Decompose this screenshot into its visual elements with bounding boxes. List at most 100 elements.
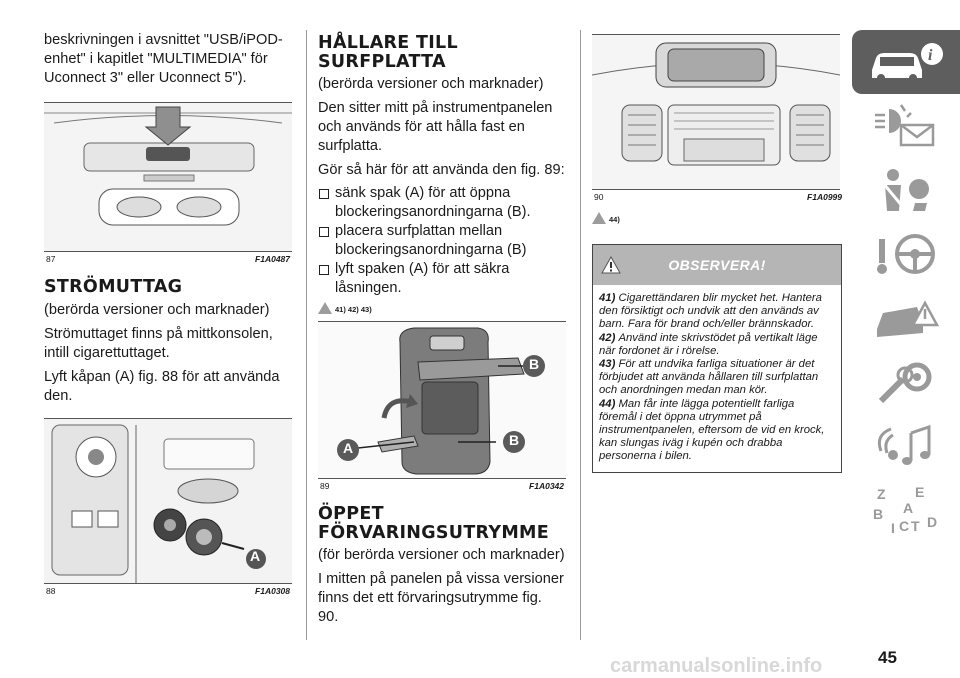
note-item: 44) Man får inte lägga potentiellt farli… bbox=[599, 398, 835, 464]
car-info-icon: i bbox=[872, 43, 943, 82]
breakdown-warning-icon bbox=[877, 300, 940, 337]
warning-numbers: 44) bbox=[609, 215, 620, 224]
observera-notes: 41) Cigarettändaren blir mycket het. Han… bbox=[593, 285, 841, 472]
chapter-sidebar: i bbox=[852, 30, 960, 542]
warning-reference: 44) bbox=[592, 212, 842, 224]
paragraph: I mitten på panelen på vissa versioner f… bbox=[318, 571, 564, 625]
note-item: 43) För att undvika farliga situationer … bbox=[599, 358, 835, 398]
list-item-text: placera surfplattan mellan blockeringsan… bbox=[335, 223, 527, 258]
observera-header: OBSERVERA! bbox=[593, 245, 841, 285]
figure-90 bbox=[592, 34, 840, 190]
section-title-stromuttag: STRÖMUTTAG bbox=[44, 277, 183, 297]
title-line: FÖRVARINGSUTRYMME bbox=[318, 523, 550, 543]
note-number: 42) bbox=[599, 331, 619, 344]
bullet-list: sänk spak (A) för att öppna blockeringsa… bbox=[318, 184, 566, 298]
multimedia-music-icon bbox=[877, 424, 931, 465]
note-text: Man får inte lägga potentiellt farliga f… bbox=[599, 397, 825, 463]
paragraph: Gör så här för att använda den fig. 89: bbox=[318, 162, 565, 178]
note-text: För att undvika farliga situationer är d… bbox=[599, 358, 819, 397]
column-2: HÅLLARE TILL SURFPLATTA (berörda version… bbox=[318, 0, 566, 627]
intro-text: beskrivningen i avsnittet "USB/iPOD-enhe… bbox=[44, 32, 283, 86]
note-text: Cigarettändaren blir mycket het. Hantera… bbox=[599, 292, 822, 331]
paragraph: Strömuttaget finns på mittkonsolen, inti… bbox=[44, 326, 273, 361]
tab-airbag-seatbelt[interactable] bbox=[852, 158, 960, 222]
figure-number: 90 bbox=[594, 192, 604, 202]
note-number: 43) bbox=[599, 358, 619, 371]
list-item: lyft spaken (A) för att säkra låsningen. bbox=[318, 260, 566, 298]
tab-breakdown-warning[interactable] bbox=[852, 286, 960, 350]
figure-number: 88 bbox=[46, 586, 56, 596]
figure-89: A B B bbox=[318, 321, 566, 479]
figure-label-a: A bbox=[250, 548, 261, 564]
column-divider bbox=[306, 30, 307, 640]
steering-key-icon bbox=[877, 234, 935, 274]
note-text: Använd inte skrivstödet på vertikalt läg… bbox=[599, 331, 818, 357]
list-item-text: lyft spaken (A) för att säkra låsningen. bbox=[335, 261, 510, 296]
figure-label-b: B bbox=[509, 432, 520, 448]
list-item-text: sänk spak (A) för att öppna blockeringsa… bbox=[335, 185, 531, 220]
index-letter: Z bbox=[877, 486, 886, 502]
tab-service-wrench[interactable] bbox=[852, 350, 960, 414]
figure-88-illustration bbox=[44, 419, 292, 583]
figure-number: 87 bbox=[46, 254, 56, 264]
section-subtitle: (berörda versioner och marknader) bbox=[318, 76, 544, 92]
checkbox-bullet-icon bbox=[319, 189, 329, 199]
section-subtitle: (berörda versioner och marknader) bbox=[44, 302, 270, 318]
index-letter: C bbox=[899, 518, 910, 534]
warning-reference: 41) 42) 43) bbox=[318, 302, 566, 314]
tab-car-info[interactable]: i bbox=[852, 30, 960, 94]
paragraph: Lyft kåpan (A) fig. 88 för att använda d… bbox=[44, 369, 280, 404]
figure-90-caption: 90 F1A0999 bbox=[592, 190, 844, 202]
warning-triangle-icon bbox=[592, 212, 606, 224]
figure-90-illustration bbox=[592, 35, 840, 189]
index-letter: I bbox=[891, 520, 895, 536]
tab-multimedia-music[interactable] bbox=[852, 414, 960, 478]
figure-89-caption: 89 F1A0342 bbox=[318, 479, 566, 491]
figure-87-caption: 87 F1A0487 bbox=[44, 252, 292, 264]
index-letters-icon: Z E A B C T D I bbox=[871, 484, 941, 536]
warning-numbers: 41) 42) 43) bbox=[335, 305, 372, 314]
lights-envelope-icon bbox=[875, 104, 935, 147]
figure-label-b: B bbox=[529, 356, 540, 372]
column-1: beskrivningen i avsnittet "USB/iPOD-enhe… bbox=[44, 0, 292, 596]
index-letter: A bbox=[903, 500, 914, 516]
service-wrench-icon bbox=[878, 362, 932, 404]
index-letter: B bbox=[873, 506, 884, 522]
watermark: carmanualsonline.info bbox=[610, 655, 823, 677]
warning-triangle-icon bbox=[318, 302, 332, 314]
warning-triangle-icon bbox=[601, 256, 621, 274]
page-number: 45 bbox=[878, 648, 897, 667]
figure-89-illustration bbox=[318, 322, 566, 478]
note-item: 41) Cigarettändaren blir mycket het. Han… bbox=[599, 292, 835, 332]
figure-87 bbox=[44, 102, 292, 252]
tab-steering-key[interactable] bbox=[852, 222, 960, 286]
checkbox-bullet-icon bbox=[319, 265, 329, 275]
tab-lights-envelope[interactable] bbox=[852, 94, 960, 158]
figure-code: F1A0487 bbox=[255, 254, 290, 264]
figure-code: F1A0308 bbox=[255, 586, 290, 596]
figure-code: F1A0342 bbox=[529, 481, 564, 491]
section-subtitle: (för berörda versioner och marknader) bbox=[318, 547, 565, 563]
column-3: 90 F1A0999 44) OBSERVERA! 41) Cigarettän… bbox=[592, 0, 842, 473]
airbag-seatbelt-icon bbox=[881, 169, 929, 211]
tab-index[interactable]: Z E A B C T D I bbox=[852, 478, 960, 542]
index-letter: D bbox=[927, 514, 938, 530]
column-divider bbox=[580, 30, 581, 640]
figure-label-a: A bbox=[343, 440, 354, 456]
figure-88: A bbox=[44, 418, 292, 584]
note-item: 42) Använd inte skrivstödet på vertikalt… bbox=[599, 332, 835, 358]
figure-88-caption: 88 F1A0308 bbox=[44, 584, 292, 596]
list-item: placera surfplattan mellan blockeringsan… bbox=[318, 222, 566, 260]
list-item: sänk spak (A) för att öppna blockeringsa… bbox=[318, 184, 566, 222]
note-number: 44) bbox=[599, 397, 619, 410]
observera-title: OBSERVERA! bbox=[668, 257, 766, 273]
paragraph: Den sitter mitt på instrumentpanelen och… bbox=[318, 100, 553, 154]
section-title-hallare: HÅLLARE TILL SURFPLATTA bbox=[318, 34, 566, 72]
title-line: ÖPPET bbox=[318, 504, 384, 524]
index-letter: E bbox=[915, 484, 925, 500]
observera-box: OBSERVERA! 41) Cigarettändaren blir myck… bbox=[592, 244, 842, 473]
figure-87-illustration bbox=[44, 103, 292, 251]
title-line: HÅLLARE TILL bbox=[318, 33, 458, 53]
note-number: 41) bbox=[599, 292, 619, 304]
section-title-forvaring: ÖPPET FÖRVARINGSUTRYMME bbox=[318, 505, 566, 543]
